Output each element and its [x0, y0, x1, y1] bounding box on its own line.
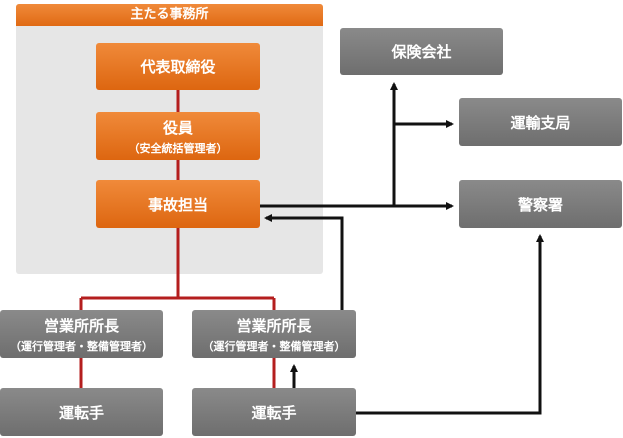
ceo-box: 代表取締役	[96, 43, 260, 90]
officer-sublabel: （安全統括管理者）	[128, 141, 228, 155]
ceo-label: 代表取締役	[140, 58, 216, 76]
branch-right-label: 営業所所長	[236, 316, 312, 335]
report-arrows	[260, 82, 544, 415]
transport-box: 運輸支局	[459, 98, 622, 146]
branch-left-box: 営業所所長 （運行管理者・整備管理者）	[0, 310, 163, 358]
insurance-label: 保険会社	[391, 43, 452, 61]
main-office-title: 主たる事務所	[16, 4, 323, 26]
accident-box: 事故担当	[96, 180, 260, 228]
accident-label: 事故担当	[147, 195, 208, 214]
driver-right-label: 運転手	[251, 403, 297, 422]
hierarchy-lines	[79, 90, 276, 388]
police-box: 警察署	[459, 180, 622, 228]
arrow-driver-to-police	[356, 234, 544, 415]
police-label: 警察署	[517, 195, 563, 214]
officer-label: 役員	[162, 118, 193, 137]
officer-box: 役員 （安全統括管理者）	[96, 112, 260, 160]
arrow-branch-to-accident	[264, 214, 344, 310]
transport-label: 運輸支局	[510, 113, 571, 132]
branch-left-label: 営業所所長	[43, 316, 119, 335]
driver-right-box: 運転手	[192, 388, 356, 436]
branch-right-sublabel: （運行管理者・整備管理者）	[202, 339, 346, 353]
branch-right-box: 営業所所長 （運行管理者・整備管理者）	[192, 310, 356, 358]
insurance-box: 保険会社	[340, 28, 503, 75]
driver-left-label: 運転手	[58, 403, 104, 422]
driver-left-box: 運転手	[0, 388, 163, 436]
branch-left-sublabel: （運行管理者・整備管理者）	[10, 339, 153, 353]
